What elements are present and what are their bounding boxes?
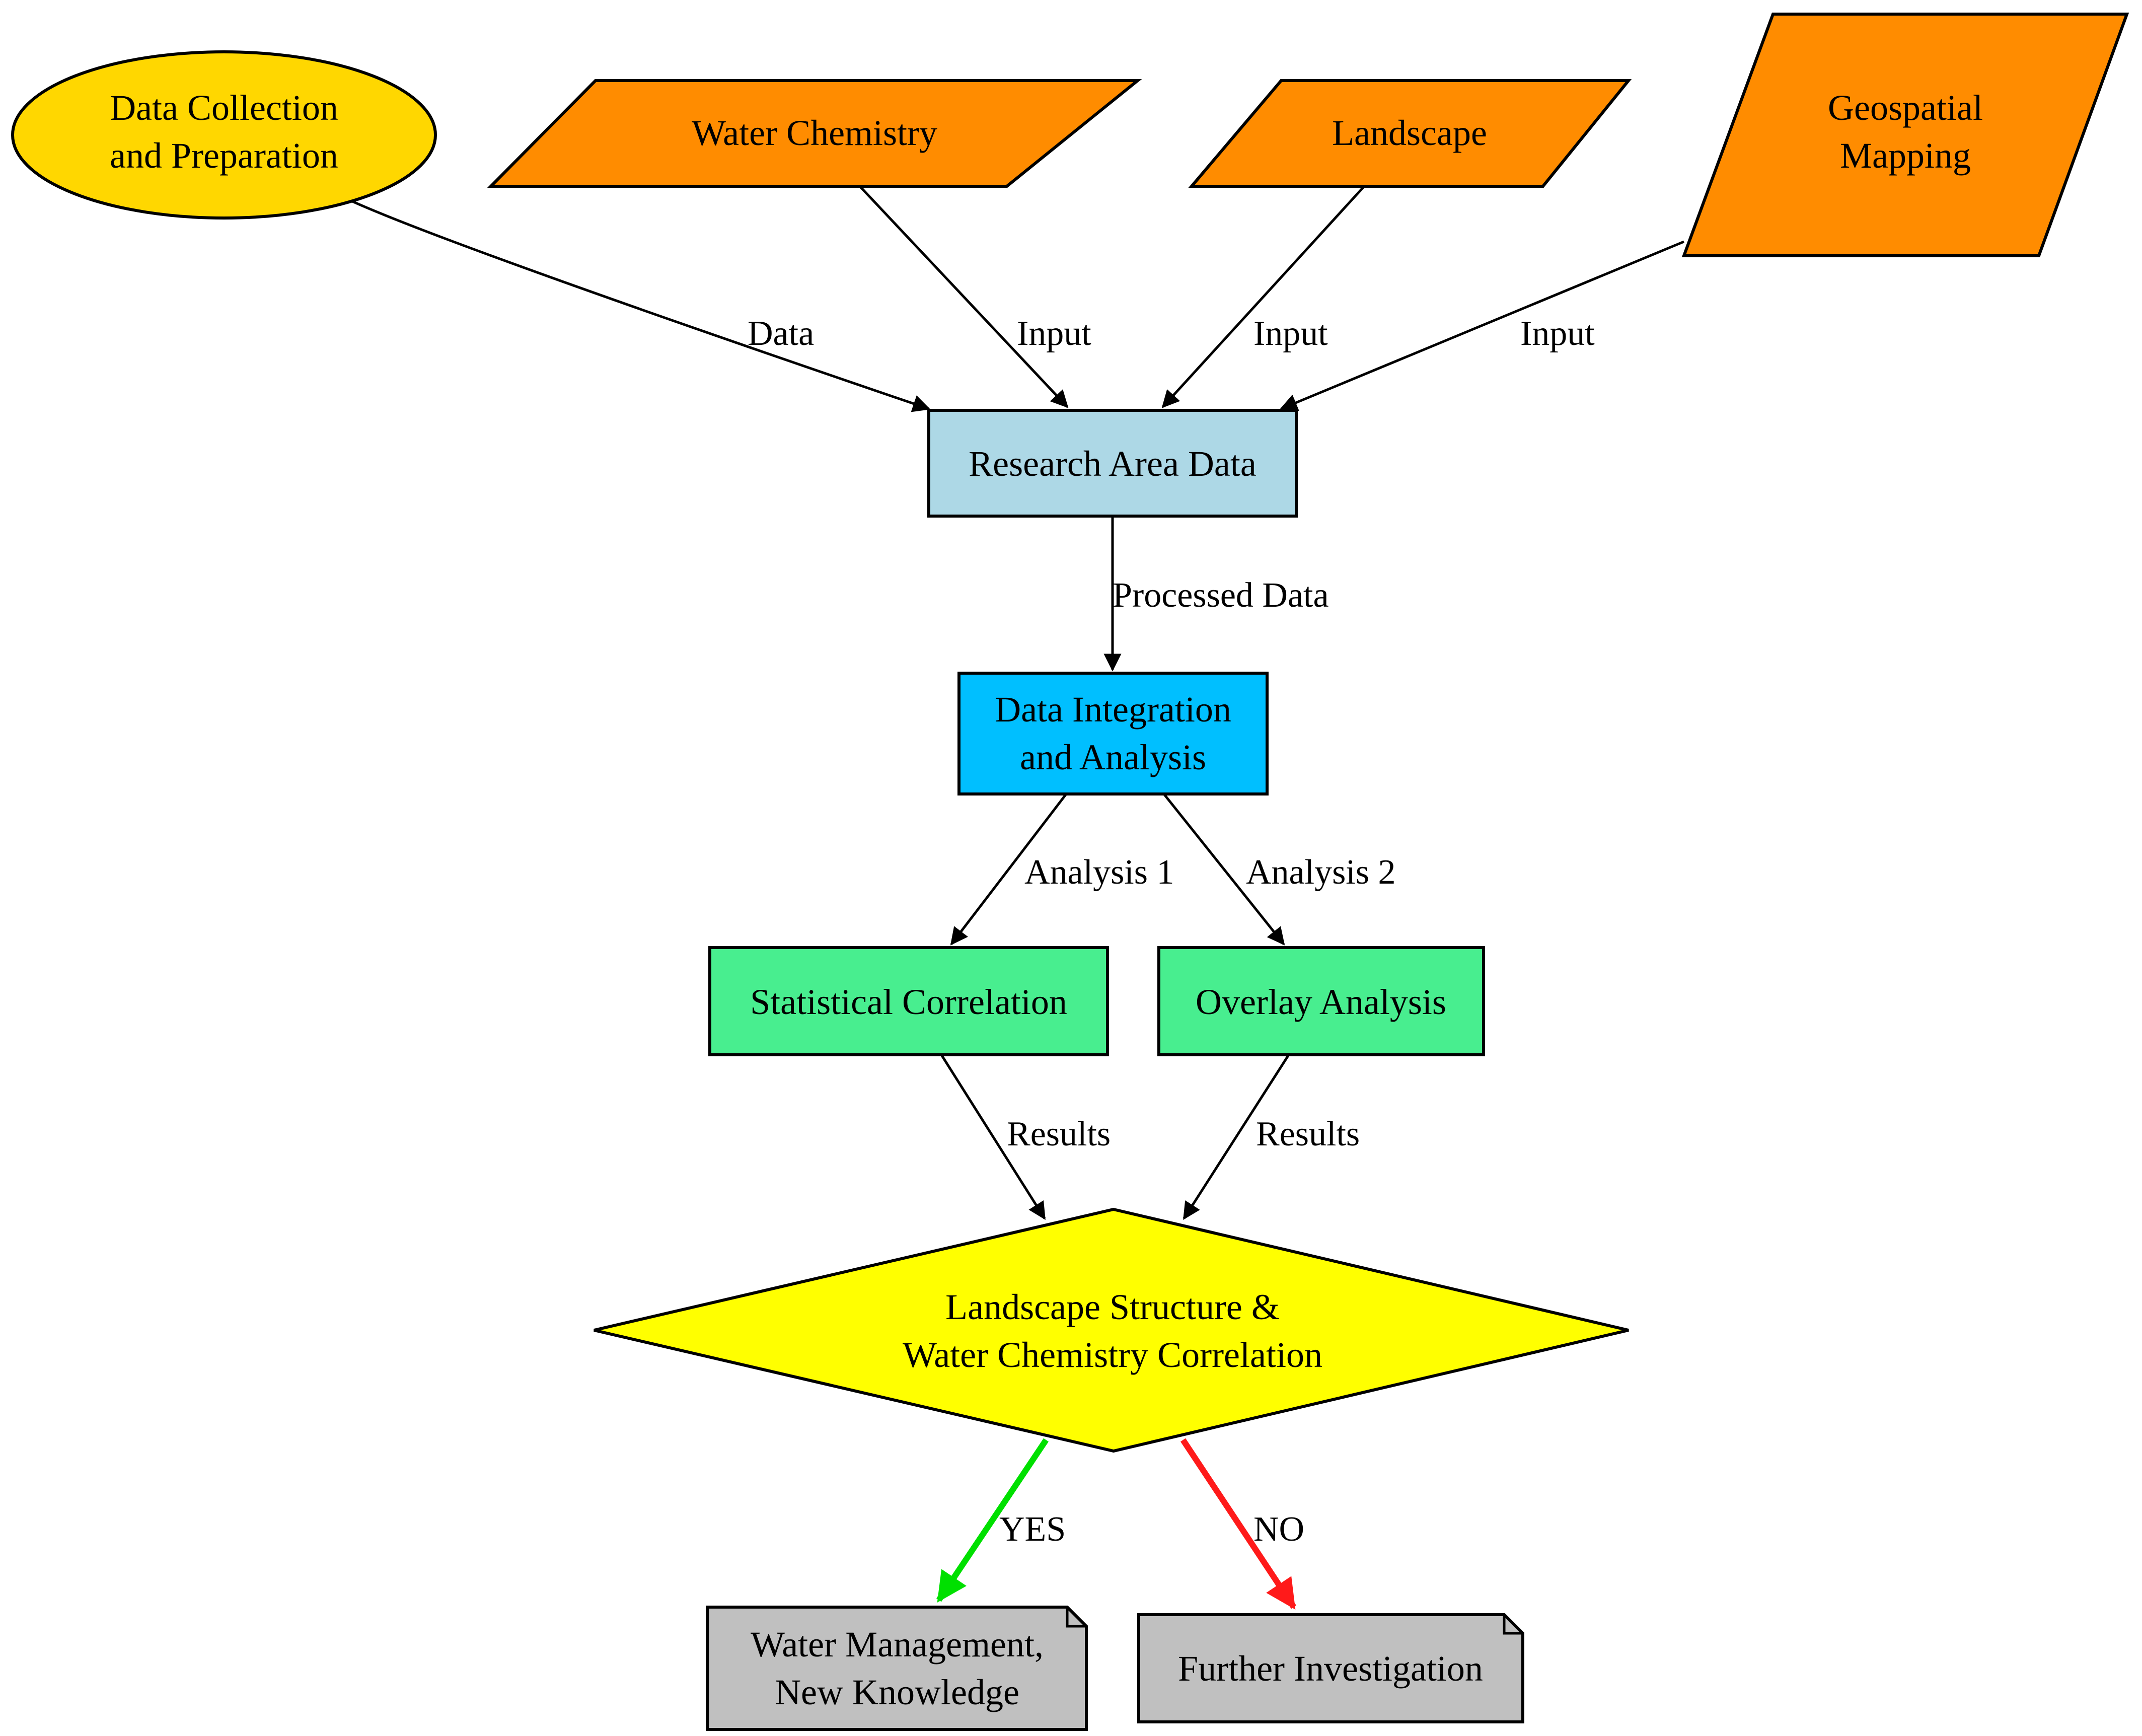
- edge-line: [1180, 1438, 1297, 1610]
- node-shape: [1137, 1613, 1524, 1723]
- edge-decision-no: NO: [1180, 1438, 1304, 1610]
- node-shape: [708, 946, 1109, 1056]
- node-shape: [957, 672, 1269, 795]
- edge-label-analysis-2: Analysis 2: [1246, 853, 1396, 892]
- node-shape: [487, 79, 1142, 188]
- node-shape: [927, 409, 1298, 518]
- edge-integration-to-overlay: Analysis 2: [1163, 793, 1396, 946]
- node-label: New Knowledge: [775, 1672, 1019, 1712]
- node-label: Landscape: [1332, 113, 1487, 153]
- edge-research-area-to-integration: Processed Data: [1103, 516, 1329, 672]
- node-statistical-correlation: Statistical Correlation: [708, 946, 1109, 1056]
- edge-label-data: Data: [748, 314, 814, 353]
- node-shape: [1188, 79, 1632, 188]
- edge-label-no: NO: [1253, 1510, 1304, 1549]
- edge-data-collection-to-research-area: Data: [351, 200, 931, 412]
- node-data-integration: Data Integration and Analysis: [957, 672, 1269, 795]
- node-shape: [706, 1606, 1088, 1731]
- node-further-investigation: Further Investigation: [1137, 1613, 1524, 1723]
- edge-geospatial-to-research-area: Input: [1279, 240, 1684, 411]
- edge-label-yes: YES: [999, 1510, 1066, 1549]
- node-label: Water Management,: [751, 1624, 1044, 1665]
- edge-line: [1279, 240, 1684, 411]
- edge-label-results: Results: [1256, 1115, 1360, 1153]
- node-water-chemistry: Water Chemistry: [487, 79, 1142, 188]
- edge-label-input: Input: [1017, 314, 1091, 353]
- edge-overlay-to-decision: Results: [1183, 1054, 1360, 1220]
- edge-line: [859, 185, 1069, 408]
- edge-label-input: Input: [1520, 314, 1595, 353]
- node-overlay-analysis: Overlay Analysis: [1157, 946, 1485, 1056]
- node-label: and Preparation: [110, 135, 338, 176]
- node-water-management: Water Management, New Knowledge: [706, 1606, 1088, 1731]
- node-label: Water Chemistry Correlation: [903, 1335, 1322, 1375]
- node-label: Geospatial: [1828, 88, 1983, 128]
- node-shape: [594, 1207, 1629, 1453]
- node-label: Mapping: [1840, 135, 1971, 176]
- node-research-area-data: Research Area Data: [927, 409, 1298, 518]
- node-label: Data Integration: [995, 689, 1231, 730]
- node-label: Landscape Structure &: [945, 1287, 1280, 1327]
- edge-line: [1183, 1054, 1290, 1220]
- note-fold: [1066, 1607, 1086, 1628]
- note-fold: [1503, 1615, 1523, 1635]
- edge-label-processed-data: Processed Data: [1113, 576, 1329, 615]
- node-label: Further Investigation: [1178, 1648, 1483, 1689]
- edge-line: [1163, 793, 1285, 946]
- edge-statistical-to-decision: Results: [940, 1054, 1111, 1220]
- node-decision-correlation: Landscape Structure & Water Chemistry Co…: [594, 1207, 1629, 1453]
- edge-label-input: Input: [1253, 314, 1328, 353]
- edge-line: [940, 1054, 1046, 1220]
- node-label: Statistical Correlation: [750, 982, 1067, 1022]
- node-shape: [1157, 946, 1485, 1056]
- edge-integration-to-statistical: Analysis 1: [950, 793, 1174, 946]
- node-shape: [11, 50, 437, 220]
- nodes: Data Collection and Preparation Water Ch…: [11, 13, 2129, 1731]
- node-landscape: Landscape: [1188, 79, 1632, 188]
- edge-landscape-to-research-area: Input: [1161, 185, 1365, 408]
- node-data-collection: Data Collection and Preparation: [11, 50, 437, 220]
- node-label: Overlay Analysis: [1196, 982, 1446, 1022]
- edge-decision-yes: YES: [936, 1438, 1066, 1603]
- edge-label-analysis-1: Analysis 1: [1024, 853, 1174, 892]
- node-geospatial-mapping: Geospatial Mapping: [1681, 13, 2129, 257]
- node-label: and Analysis: [1020, 737, 1206, 777]
- edge-line: [1161, 185, 1365, 408]
- node-shape: [1681, 13, 2129, 257]
- node-label: Data Collection: [110, 88, 338, 128]
- node-label: Research Area Data: [969, 444, 1257, 484]
- edge-water-chemistry-to-research-area: Input: [859, 185, 1091, 408]
- node-label: Water Chemistry: [692, 113, 937, 153]
- edge-label-results: Results: [1007, 1115, 1111, 1153]
- edge-line: [936, 1438, 1049, 1603]
- edge-line: [351, 200, 931, 412]
- edges: Data Input Input Input Processed Data An…: [351, 185, 1684, 1610]
- edge-line: [950, 793, 1067, 946]
